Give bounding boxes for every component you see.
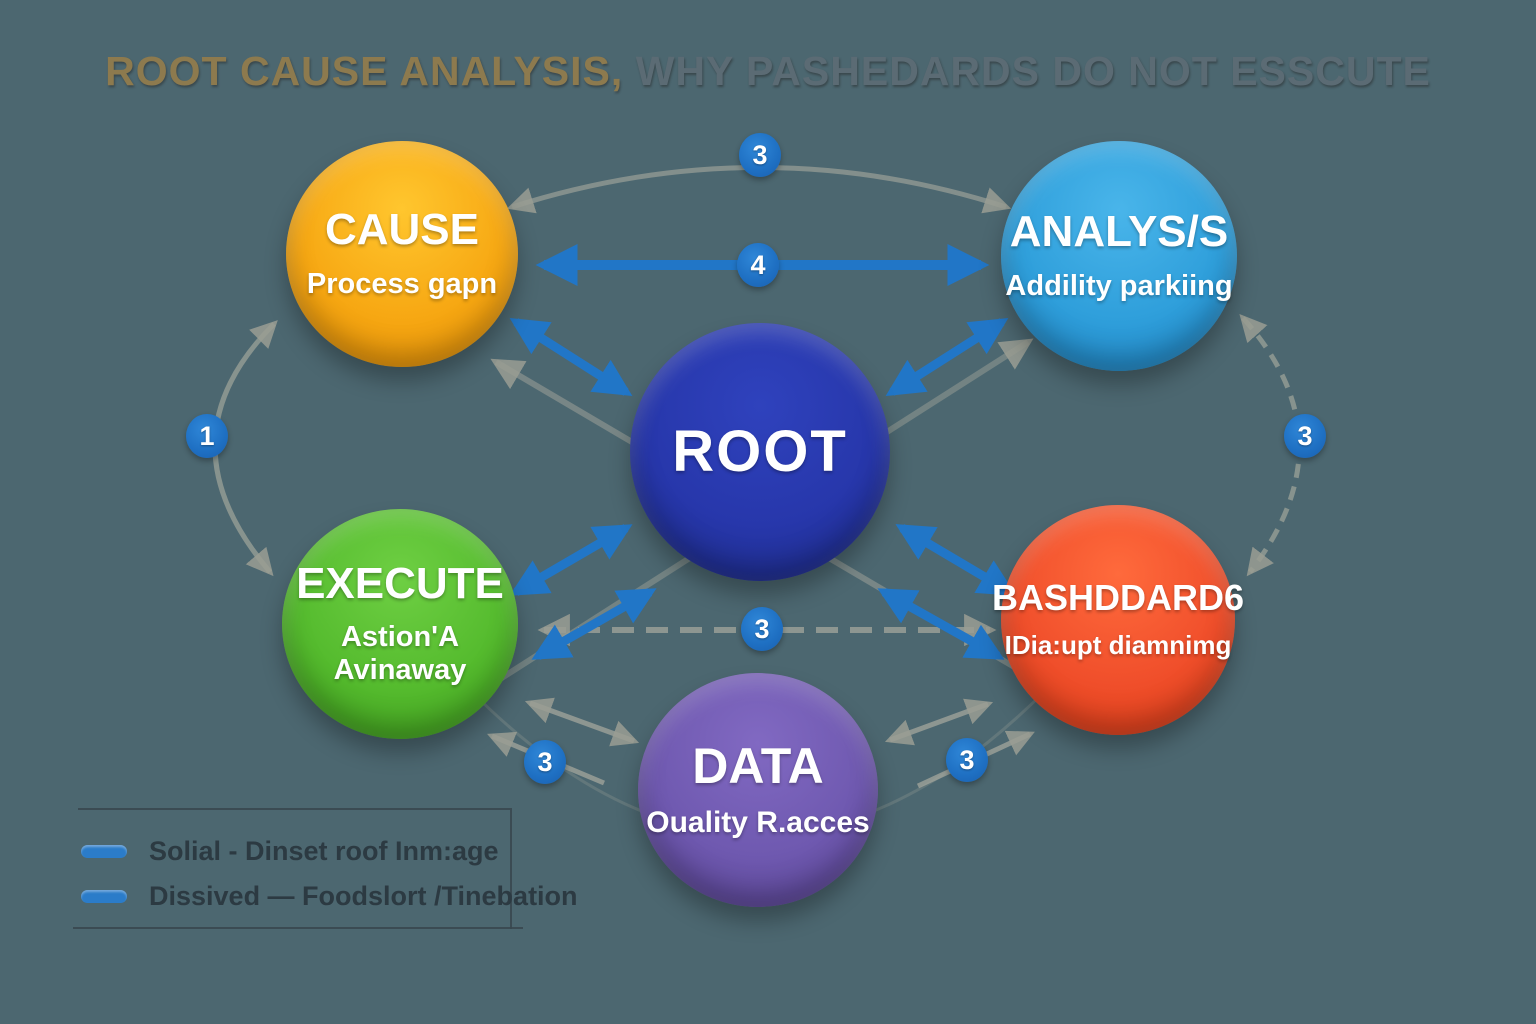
page-title-highlight: ROOT CAUSE ANALYSIS, bbox=[105, 48, 624, 94]
node-dashboard-sublabel: IDia:upt diamnimg bbox=[1004, 630, 1232, 661]
legend-solid-swatch-icon bbox=[81, 845, 127, 858]
node-cause-sublabel: Process gapn bbox=[306, 267, 498, 300]
legend-divider-top bbox=[78, 808, 510, 810]
legend-dashed-swatch-icon bbox=[81, 890, 127, 903]
arrow-root-analysis bbox=[885, 317, 1009, 397]
node-execute-sublabel: Astion'A Avinaway bbox=[333, 621, 467, 687]
arrow-root-execute-lower bbox=[531, 588, 657, 660]
arrow-execute-to-data bbox=[524, 697, 640, 747]
node-cause-label: CAUSE bbox=[324, 205, 480, 255]
arrow-root-dashboard-lower bbox=[877, 588, 1005, 660]
node-data-label: DATA bbox=[692, 737, 824, 794]
badge-cause-analysis-line: 4 bbox=[737, 243, 779, 287]
badge-execute-data-link: 3 bbox=[524, 740, 566, 784]
node-analysis-label: ANALYS/S bbox=[1009, 207, 1229, 257]
node-execute: EXECUTE Astion'A Avinaway bbox=[282, 509, 518, 739]
node-root: ROOT bbox=[630, 323, 890, 581]
node-analysis: ANALYS/S Addility parkiing bbox=[1001, 141, 1237, 371]
node-cause: CAUSE Process gapn bbox=[286, 141, 518, 367]
legend-item-dashed: Dissived — Foodslort /Tinebation bbox=[81, 881, 578, 912]
node-root-label: ROOT bbox=[672, 418, 848, 484]
badge-analysis-dashboard-arc: 3 bbox=[1284, 414, 1326, 458]
legend-item-solid: Solial - Dinset roof Inm:age bbox=[81, 836, 499, 867]
legend-divider-bottom bbox=[73, 927, 523, 929]
arrow-dashboard-to-data bbox=[884, 698, 994, 746]
badge-data-dashboard-link: 3 bbox=[946, 738, 988, 782]
node-dashboard-label: BASHDDARD6 bbox=[991, 576, 1245, 618]
node-analysis-sublabel: Addility parkiing bbox=[1005, 269, 1233, 302]
node-data: DATA Ouality R.acces bbox=[638, 673, 878, 907]
node-execute-label: EXECUTE bbox=[296, 558, 504, 608]
badge-cause-analysis-arc: 3 bbox=[739, 133, 781, 177]
node-data-sublabel: Ouality R.acces bbox=[646, 806, 870, 840]
badge-cause-execute-arc: 1 bbox=[186, 414, 228, 458]
badge-execute-dashboard-line: 3 bbox=[741, 607, 783, 651]
arrow-root-dashboard-upper bbox=[895, 524, 1017, 596]
page-title-rest: WHY PASHEDARDS DO NOT ESSCUTE bbox=[623, 48, 1431, 94]
legend-dashed-label: Dissived — Foodslort /Tinebation bbox=[149, 881, 578, 911]
page-title: ROOT CAUSE ANALYSIS, WHY PASHEDARDS DO N… bbox=[0, 48, 1536, 95]
arrow-root-cause bbox=[509, 317, 633, 397]
node-dashboard: BASHDDARD6 IDia:upt diamnimg bbox=[992, 505, 1244, 735]
legend-divider-right bbox=[510, 808, 512, 929]
arrow-root-execute-upper bbox=[509, 524, 633, 596]
legend-solid-label: Solial - Dinset roof Inm:age bbox=[149, 836, 499, 866]
